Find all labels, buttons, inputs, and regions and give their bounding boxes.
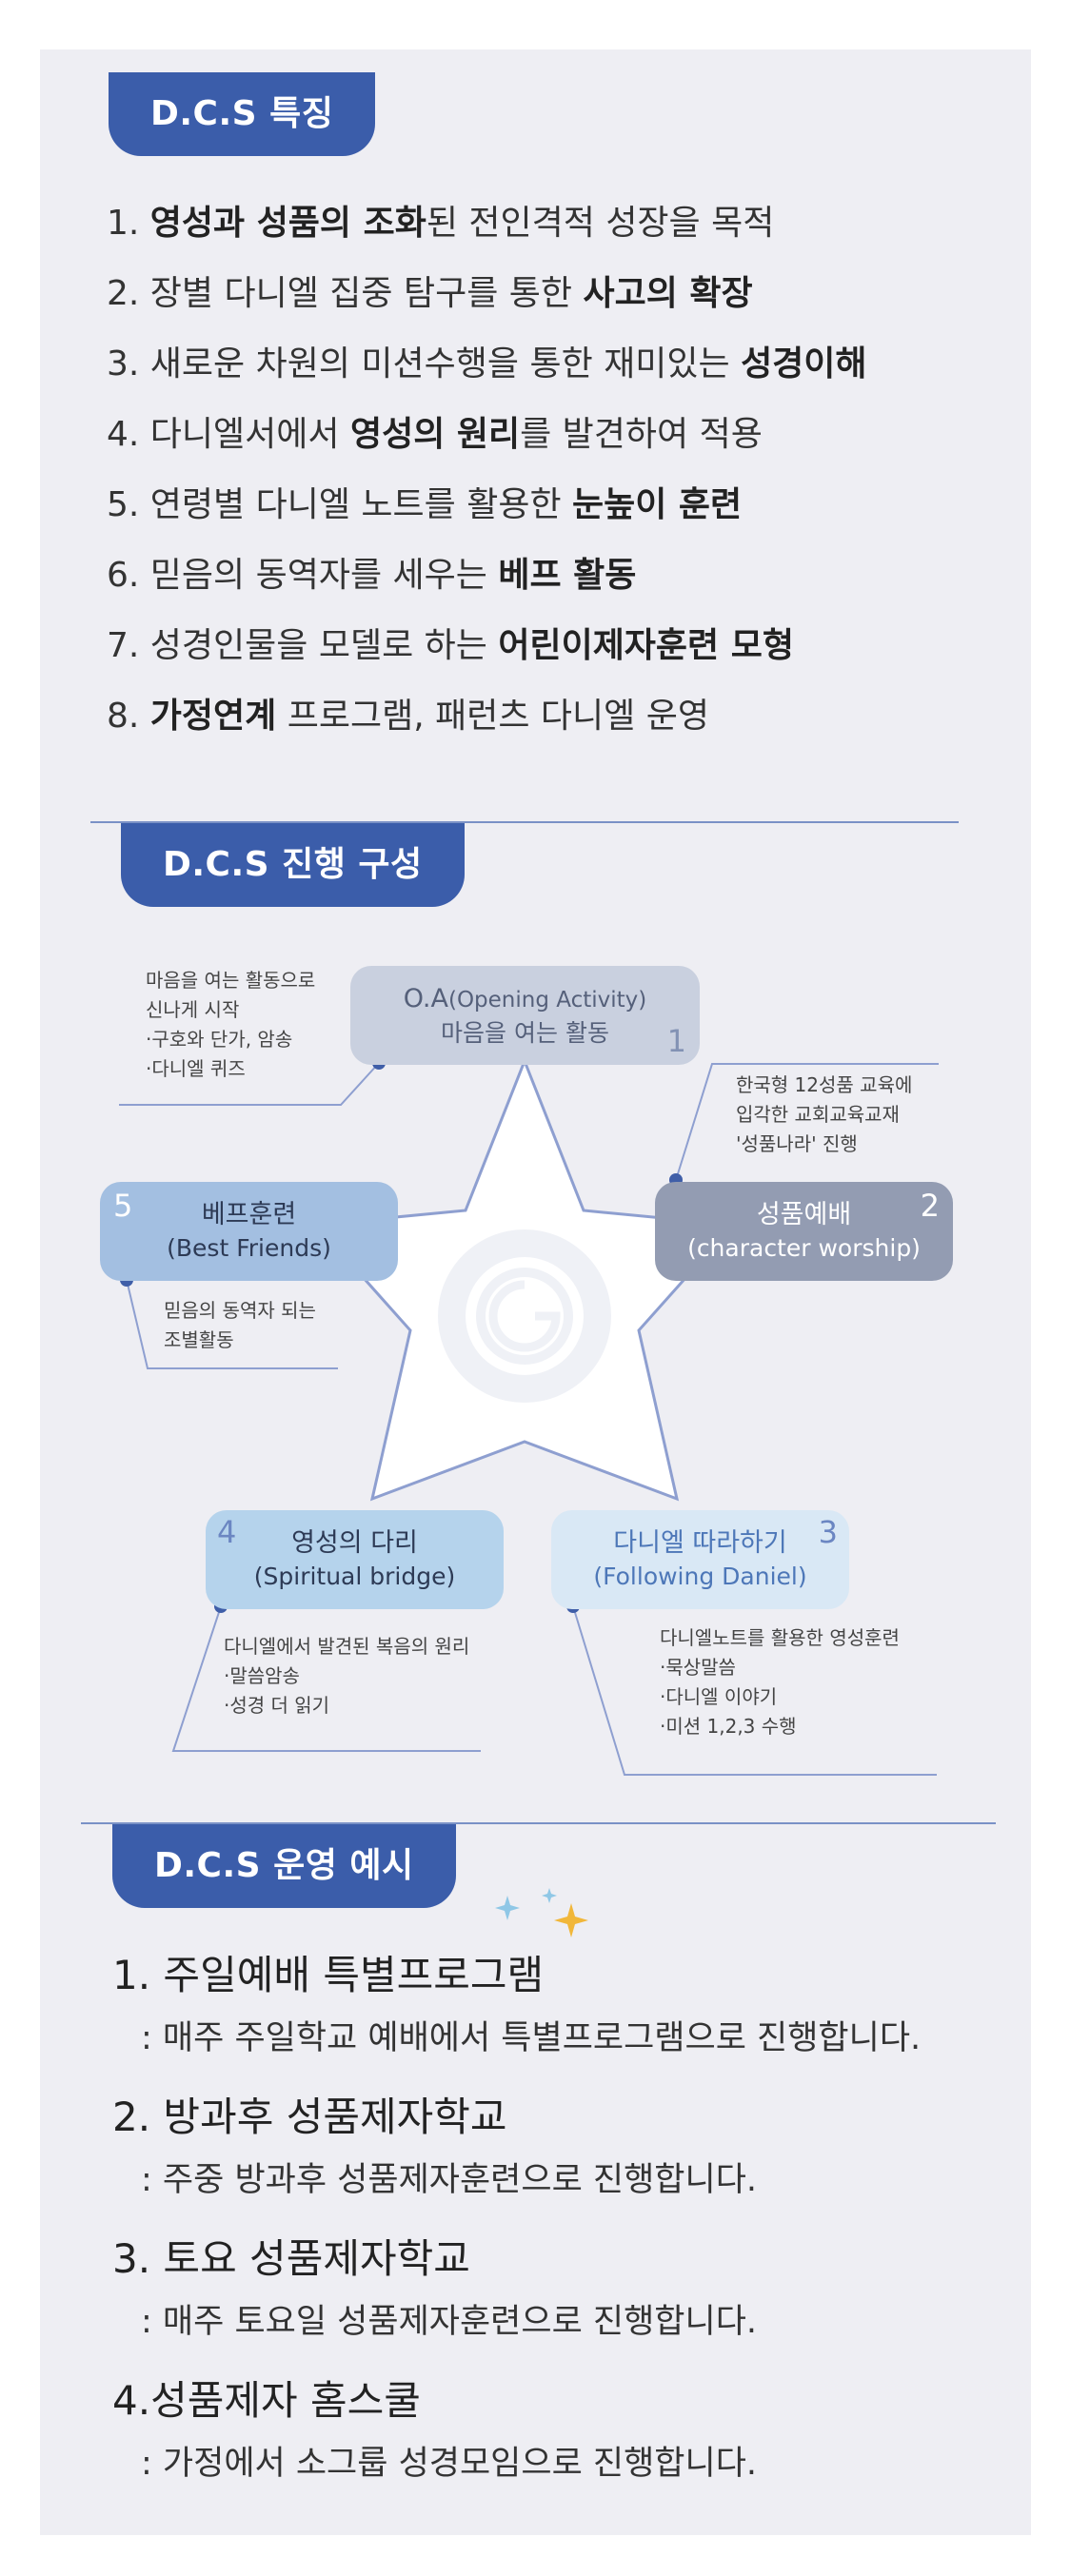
scout-logo	[438, 1229, 611, 1403]
feature-number: 7.	[107, 626, 150, 665]
features-heading: D.C.S 특징	[109, 72, 376, 156]
oa-title: O.A	[403, 983, 448, 1013]
note-line: 믿음의 동역자 되는	[164, 1299, 316, 1322]
examples-heading: D.C.S 운영 예시	[112, 1824, 456, 1908]
oa-number: 1	[666, 1023, 686, 1059]
example-desc-1: : 매주 주일학교 예배에서 특별프로그램으로 진행합니다.	[141, 2019, 922, 2057]
feature-number: 3.	[107, 344, 150, 383]
note-line: '성품나라' 진행	[736, 1132, 858, 1155]
feature-number: 4.	[107, 415, 150, 454]
feature-number: 5.	[107, 485, 150, 524]
example-desc-2: : 주중 방과후 성품제자훈련으로 진행합니다.	[141, 2161, 758, 2199]
following-number: 3	[818, 1514, 838, 1550]
feature-text: 된 전인격적 성장을 목적	[426, 204, 775, 243]
example-title-2: 2. 방과후 성품제자학교	[112, 2094, 507, 2140]
leader-line-bridge	[171, 1605, 481, 1752]
example-title-1: 1. 주일예배 특별프로그램	[112, 1952, 545, 1998]
feature-text: 새로운 차원의 미션수행을 통한 재미있는	[149, 344, 742, 383]
box-character-worship: 성품예배 (character worship) 2	[655, 1182, 953, 1281]
leader-line-oa	[119, 1062, 380, 1106]
feature-item: 8. 가정연계 프로그램, 패런츠 다니엘 운영	[107, 681, 867, 752]
leader-line-friends	[126, 1279, 338, 1369]
structure-heading: D.C.S 진행 구성	[121, 823, 465, 907]
feature-item: 4. 다니엘서에서 영성의 원리를 발견하여 적용	[107, 400, 867, 470]
note-line: ·다니엘 퀴즈	[146, 1057, 246, 1080]
feature-text: 장별 다니엘 집중 탐구를 통한	[149, 274, 584, 313]
feature-emphasis: 눈높이 훈련	[572, 485, 743, 524]
note-line: ·성경 더 읽기	[224, 1694, 330, 1717]
feature-text: 믿음의 동역자를 세우는	[149, 556, 499, 595]
note-line: 다니엘노트를 활용한 영성훈련	[660, 1626, 900, 1649]
feature-number: 2.	[107, 274, 150, 313]
box-spiritual-bridge: 영성의 다리 (Spiritual bridge) 4	[206, 1510, 504, 1609]
worship-title: 성품예배	[756, 1200, 852, 1229]
feature-text: 성경인물을 모델로 하는	[149, 626, 499, 665]
bridge-title: 영성의 다리	[291, 1528, 418, 1558]
note-spiritual-bridge: 다니엘에서 발견된 복음의 원리 ·말씀암송 ·성경 더 읽기	[224, 1632, 469, 1721]
feature-emphasis: 어린이제자훈련 모형	[498, 626, 794, 665]
example-title-4: 4.성품제자 홈스쿨	[112, 2377, 421, 2424]
note-line: 신나게 시작	[146, 998, 240, 1021]
leader-line-following	[572, 1605, 937, 1776]
worship-subtitle: (character worship)	[687, 1234, 921, 1262]
oa-label: 마음을 여는 활동	[441, 1018, 609, 1047]
box-opening-activity: O.A(Opening Activity) 마음을 여는 활동 1	[350, 966, 700, 1065]
feature-item: 7. 성경인물을 모델로 하는 어린이제자훈련 모형	[107, 611, 867, 681]
feature-item: 5. 연령별 다니엘 노트를 활용한 눈높이 훈련	[107, 470, 867, 541]
leader-line-worship	[675, 1063, 939, 1181]
following-title: 다니엘 따라하기	[613, 1528, 787, 1558]
box-following-daniel: 다니엘 따라하기 (Following Daniel) 3	[551, 1510, 849, 1609]
example-desc-4: : 가정에서 소그룹 성경모임으로 진행합니다.	[141, 2445, 758, 2483]
section-divider-1	[90, 821, 959, 823]
feature-item: 6. 믿음의 동역자를 세우는 베프 활동	[107, 541, 867, 611]
feature-emphasis: 영성의 원리	[349, 415, 521, 454]
feature-emphasis: 성경이해	[741, 344, 867, 383]
note-line: ·말씀암송	[224, 1664, 300, 1687]
feature-item: 2. 장별 다니엘 집중 탐구를 통한 사고의 확장	[107, 259, 867, 329]
note-line: 한국형 12성품 교육에	[736, 1073, 913, 1096]
feature-text: 프로그램, 패런츠 다니엘 운영	[276, 697, 709, 736]
example-title-3: 3. 토요 성품제자학교	[112, 2235, 470, 2282]
section-divider-2	[81, 1822, 996, 1824]
note-line: ·미션 1,2,3 수행	[660, 1715, 797, 1738]
friends-title: 베프훈련	[201, 1200, 297, 1229]
worship-number: 2	[920, 1188, 940, 1224]
friends-number: 5	[113, 1188, 133, 1224]
feature-emphasis: 영성과 성품의 조화	[149, 204, 426, 243]
note-line: 입각한 교회교육교재	[736, 1103, 900, 1126]
sparkle-icon	[495, 1888, 588, 1937]
note-following-daniel: 다니엘노트를 활용한 영성훈련 ·묵상말씀 ·다니엘 이야기 ·미션 1,2,3 수행	[660, 1623, 900, 1741]
note-line: 다니엘에서 발견된 복음의 원리	[224, 1635, 470, 1658]
friends-subtitle: (Best Friends)	[167, 1234, 331, 1262]
feature-number: 8.	[107, 697, 150, 736]
bridge-subtitle: (Spiritual bridge)	[253, 1563, 456, 1590]
note-line: 조별활동	[164, 1328, 234, 1351]
feature-item: 1. 영성과 성품의 조화된 전인격적 성장을 목적	[107, 188, 867, 259]
note-line: ·묵상말씀	[660, 1656, 736, 1679]
bridge-number: 4	[217, 1514, 237, 1550]
feature-number: 6.	[107, 556, 150, 595]
feature-number: 1.	[107, 204, 150, 243]
feature-emphasis: 사고의 확장	[583, 274, 753, 313]
feature-text: 연령별 다니엘 노트를 활용한	[149, 485, 573, 524]
oa-subtitle: (Opening Activity)	[447, 987, 647, 1013]
feature-emphasis: 베프 활동	[498, 556, 637, 595]
note-line: ·다니엘 이야기	[660, 1685, 778, 1708]
note-line: ·구호와 단가, 암송	[146, 1028, 293, 1051]
feature-emphasis: 가정연계	[149, 697, 277, 736]
following-subtitle: (Following Daniel)	[593, 1563, 807, 1590]
feature-text: 다니엘서에서	[149, 415, 350, 454]
example-desc-3: : 매주 토요일 성품제자훈련으로 진행합니다.	[141, 2303, 758, 2341]
note-line: 마음을 여는 활동으로	[146, 969, 316, 992]
feature-text: 를 발견하여 적용	[520, 415, 763, 454]
box-best-friends: 베프훈련 (Best Friends) 5	[100, 1182, 398, 1281]
feature-item: 3. 새로운 차원의 미션수행을 통한 재미있는 성경이해	[107, 329, 867, 400]
